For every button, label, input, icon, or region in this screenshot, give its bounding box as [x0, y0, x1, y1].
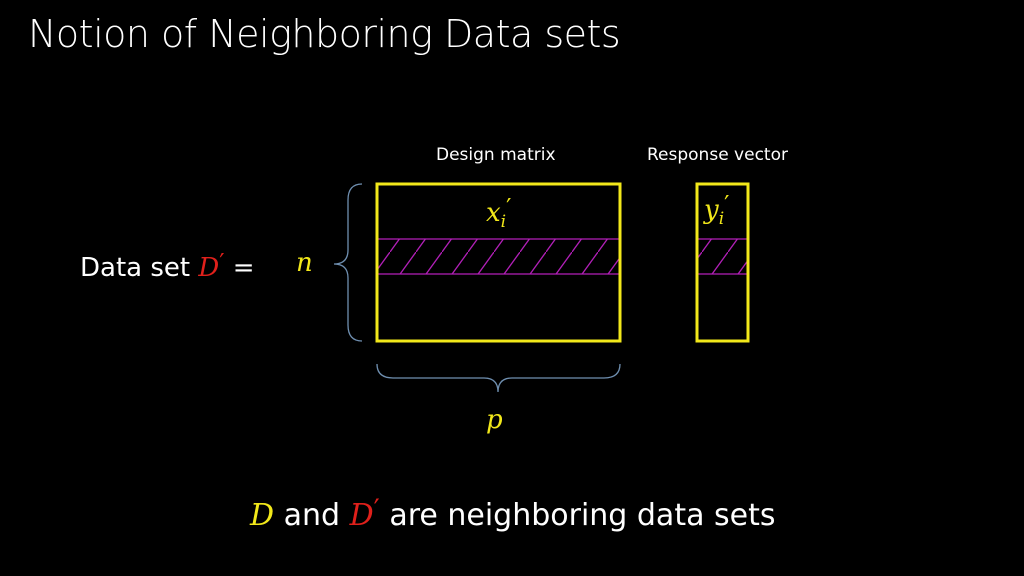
response-index: i [718, 207, 725, 228]
conclusion-d2-symbol: D [349, 497, 374, 533]
conclusion-rest: are neighboring data sets [379, 497, 776, 533]
row-prime: ′ [506, 193, 512, 221]
conclusion-and: and [274, 497, 350, 533]
rows-brace [333, 183, 363, 342]
columns-symbol: p [486, 405, 503, 435]
response-symbol: y [704, 194, 719, 225]
highlighted-response-entry [697, 239, 748, 274]
columns-brace [376, 363, 621, 393]
conclusion-d2-prime: ′ [373, 494, 380, 525]
rows-symbol: n [296, 248, 313, 278]
response-label: yi′ [704, 190, 729, 228]
conclusion-statement: D and D′ are neighboring data sets [250, 494, 775, 533]
design-matrix-label: Design matrix [436, 145, 556, 165]
dataset-prefix: Data set [80, 252, 199, 283]
conclusion-d-symbol: D [250, 497, 275, 533]
row-index: i [500, 210, 507, 231]
dataset-label: Data set D′ = [80, 248, 255, 283]
response-vector-label: Response vector [647, 145, 788, 165]
slide-title: Notion of Neighboring Data sets [28, 12, 621, 56]
equals-sign: = [224, 252, 255, 283]
highlighted-row [377, 239, 620, 274]
row-symbol: x [486, 197, 501, 228]
dataset-symbol: D [198, 252, 220, 283]
dataset-prime: ′ [219, 248, 225, 276]
response-prime: ′ [724, 190, 730, 218]
design-matrix-box [375, 182, 622, 343]
row-label: xi′ [486, 193, 511, 231]
response-vector-box [695, 182, 750, 343]
